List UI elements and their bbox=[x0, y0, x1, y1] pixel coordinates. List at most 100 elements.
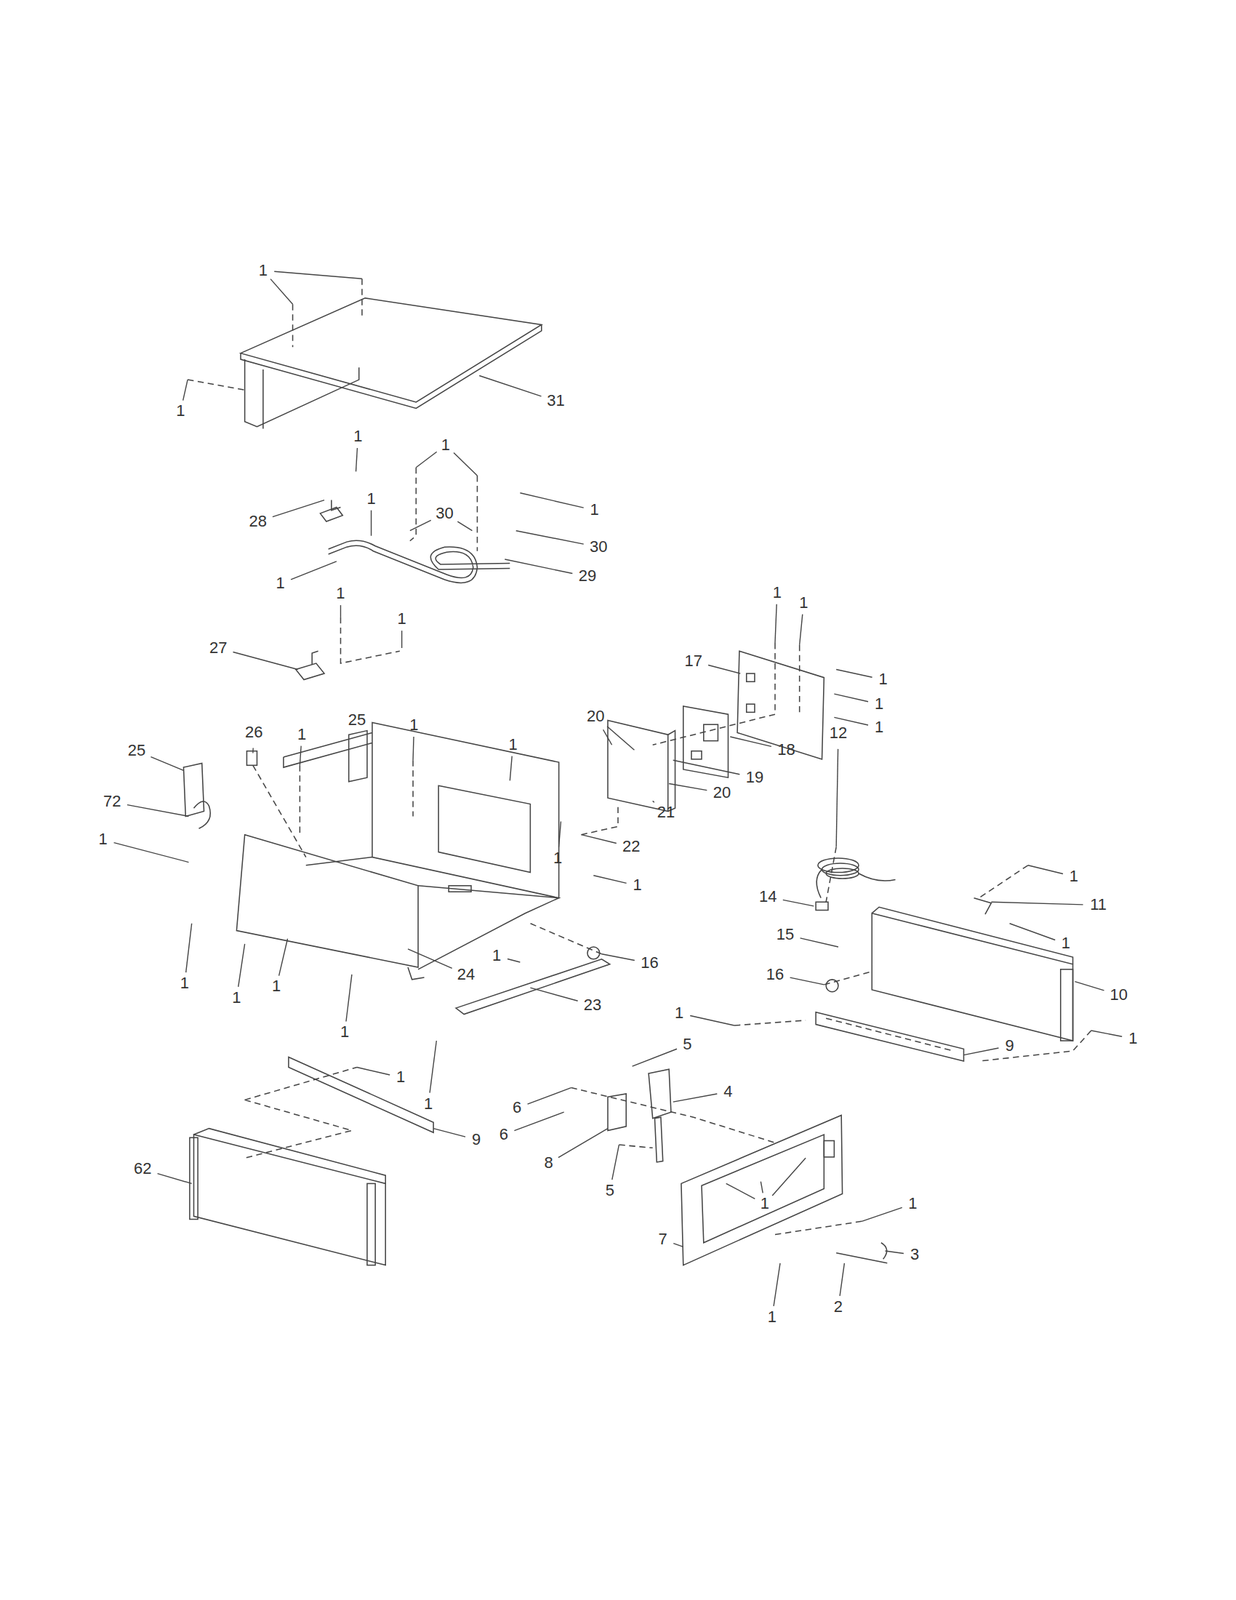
leader-line bbox=[514, 1111, 564, 1130]
leader-line bbox=[1009, 923, 1056, 941]
callout-number: 1 bbox=[1069, 868, 1079, 885]
callout-number: 62 bbox=[133, 1160, 152, 1177]
leader-line bbox=[479, 375, 541, 397]
callout-number: 1 bbox=[908, 1195, 917, 1212]
leader-line bbox=[602, 953, 635, 961]
callout-number: 30 bbox=[435, 505, 453, 522]
callout-number: 1 bbox=[492, 947, 501, 964]
callout-number: 9 bbox=[471, 1131, 481, 1148]
callout-number: 1 bbox=[590, 501, 600, 518]
callout-number: 14 bbox=[759, 888, 777, 905]
leader-line bbox=[238, 943, 246, 987]
leader-line bbox=[356, 447, 358, 472]
callout-number: 18 bbox=[777, 741, 795, 758]
leader-line bbox=[884, 1250, 904, 1254]
leader-line bbox=[410, 519, 432, 531]
leader-line bbox=[127, 804, 190, 817]
callout-number: 1 bbox=[874, 695, 884, 712]
leader-line bbox=[429, 1040, 437, 1093]
callout-number: 1 bbox=[175, 402, 185, 419]
leader-line bbox=[775, 604, 777, 643]
leader-line bbox=[673, 759, 741, 774]
callout-number: 16 bbox=[640, 954, 658, 971]
callout-number: 1 bbox=[258, 262, 268, 279]
leader-line bbox=[689, 1014, 735, 1025]
callout-number: 10 bbox=[1109, 986, 1127, 1003]
callout-number: 27 bbox=[209, 639, 227, 656]
leader-line bbox=[836, 668, 872, 677]
leader-line bbox=[453, 452, 477, 476]
callout-number: 6 bbox=[499, 1126, 509, 1143]
leader-line bbox=[270, 279, 293, 305]
leader-line bbox=[1074, 981, 1104, 991]
callout-number: 1 bbox=[297, 726, 307, 743]
leader-line bbox=[407, 948, 453, 969]
leader-line bbox=[836, 748, 838, 848]
leader-line bbox=[356, 1066, 390, 1075]
callout-number: 24 bbox=[457, 966, 475, 983]
leader-line bbox=[340, 604, 341, 618]
leader-line bbox=[839, 1262, 845, 1296]
leader-line bbox=[530, 987, 578, 1001]
leader-line bbox=[457, 521, 472, 531]
leader-line bbox=[346, 974, 352, 1022]
callout-number: 1 bbox=[760, 1195, 770, 1212]
leader-line bbox=[504, 559, 573, 574]
callout-number: 1 bbox=[772, 584, 782, 601]
callout-number: 2 bbox=[833, 1298, 843, 1315]
callout-number: 30 bbox=[589, 538, 608, 555]
leader-line bbox=[279, 938, 288, 976]
leader-line bbox=[800, 937, 839, 947]
leader-line bbox=[232, 651, 298, 669]
leader-line bbox=[290, 561, 337, 580]
callout-number: 5 bbox=[605, 1182, 615, 1199]
callout-number: 1 bbox=[1061, 934, 1071, 951]
callout-number: 1 bbox=[397, 610, 407, 627]
callout-number: 1 bbox=[674, 1004, 684, 1021]
callout-number: 19 bbox=[745, 769, 764, 786]
callout-number: 1 bbox=[508, 736, 517, 753]
leader-line bbox=[507, 958, 520, 962]
callout-number: 1 bbox=[553, 849, 563, 866]
callout-number: 1 bbox=[366, 490, 376, 507]
callout-number: 22 bbox=[622, 838, 640, 855]
callout-number: 1 bbox=[340, 1023, 349, 1040]
callout-number: 11 bbox=[1089, 896, 1107, 913]
leader-line bbox=[1091, 1030, 1122, 1037]
callout-number: 8 bbox=[543, 1154, 553, 1171]
leader-line bbox=[833, 716, 869, 725]
callout-number: 1 bbox=[276, 575, 286, 592]
leader-line bbox=[673, 1093, 718, 1102]
leader-line bbox=[593, 875, 626, 884]
callout-number: 9 bbox=[1004, 1037, 1014, 1054]
callout-number: 23 bbox=[583, 996, 602, 1013]
leader-line bbox=[299, 745, 302, 766]
leader-line bbox=[183, 379, 188, 400]
leader-line bbox=[632, 1048, 677, 1066]
leader-line bbox=[861, 1206, 903, 1221]
leader-line bbox=[790, 977, 825, 985]
callout-number: 21 bbox=[657, 804, 675, 821]
leader-line bbox=[114, 842, 190, 863]
leader-line bbox=[726, 1182, 756, 1199]
leader-line bbox=[559, 820, 562, 847]
callout-number: 1 bbox=[799, 594, 808, 611]
callout-number: 7 bbox=[658, 1230, 668, 1247]
leader-line bbox=[833, 693, 869, 702]
leader-line bbox=[274, 271, 363, 279]
leader-line bbox=[272, 500, 325, 517]
callout-number: 25 bbox=[127, 742, 146, 759]
leader-line bbox=[708, 665, 741, 674]
callout-number: 5 bbox=[682, 1036, 692, 1053]
callout-number: 6 bbox=[512, 1099, 522, 1116]
leader-line bbox=[963, 1047, 999, 1055]
leader-line bbox=[415, 451, 437, 468]
leader-line bbox=[370, 510, 372, 536]
callout-number: 1 bbox=[874, 719, 884, 736]
leader-line bbox=[652, 800, 655, 802]
callout-number: 12 bbox=[829, 724, 848, 741]
leader-line bbox=[581, 834, 617, 844]
callout-number: 3 bbox=[910, 1246, 920, 1263]
callout-number: 72 bbox=[103, 793, 121, 810]
callout-number: 1 bbox=[231, 989, 241, 1006]
